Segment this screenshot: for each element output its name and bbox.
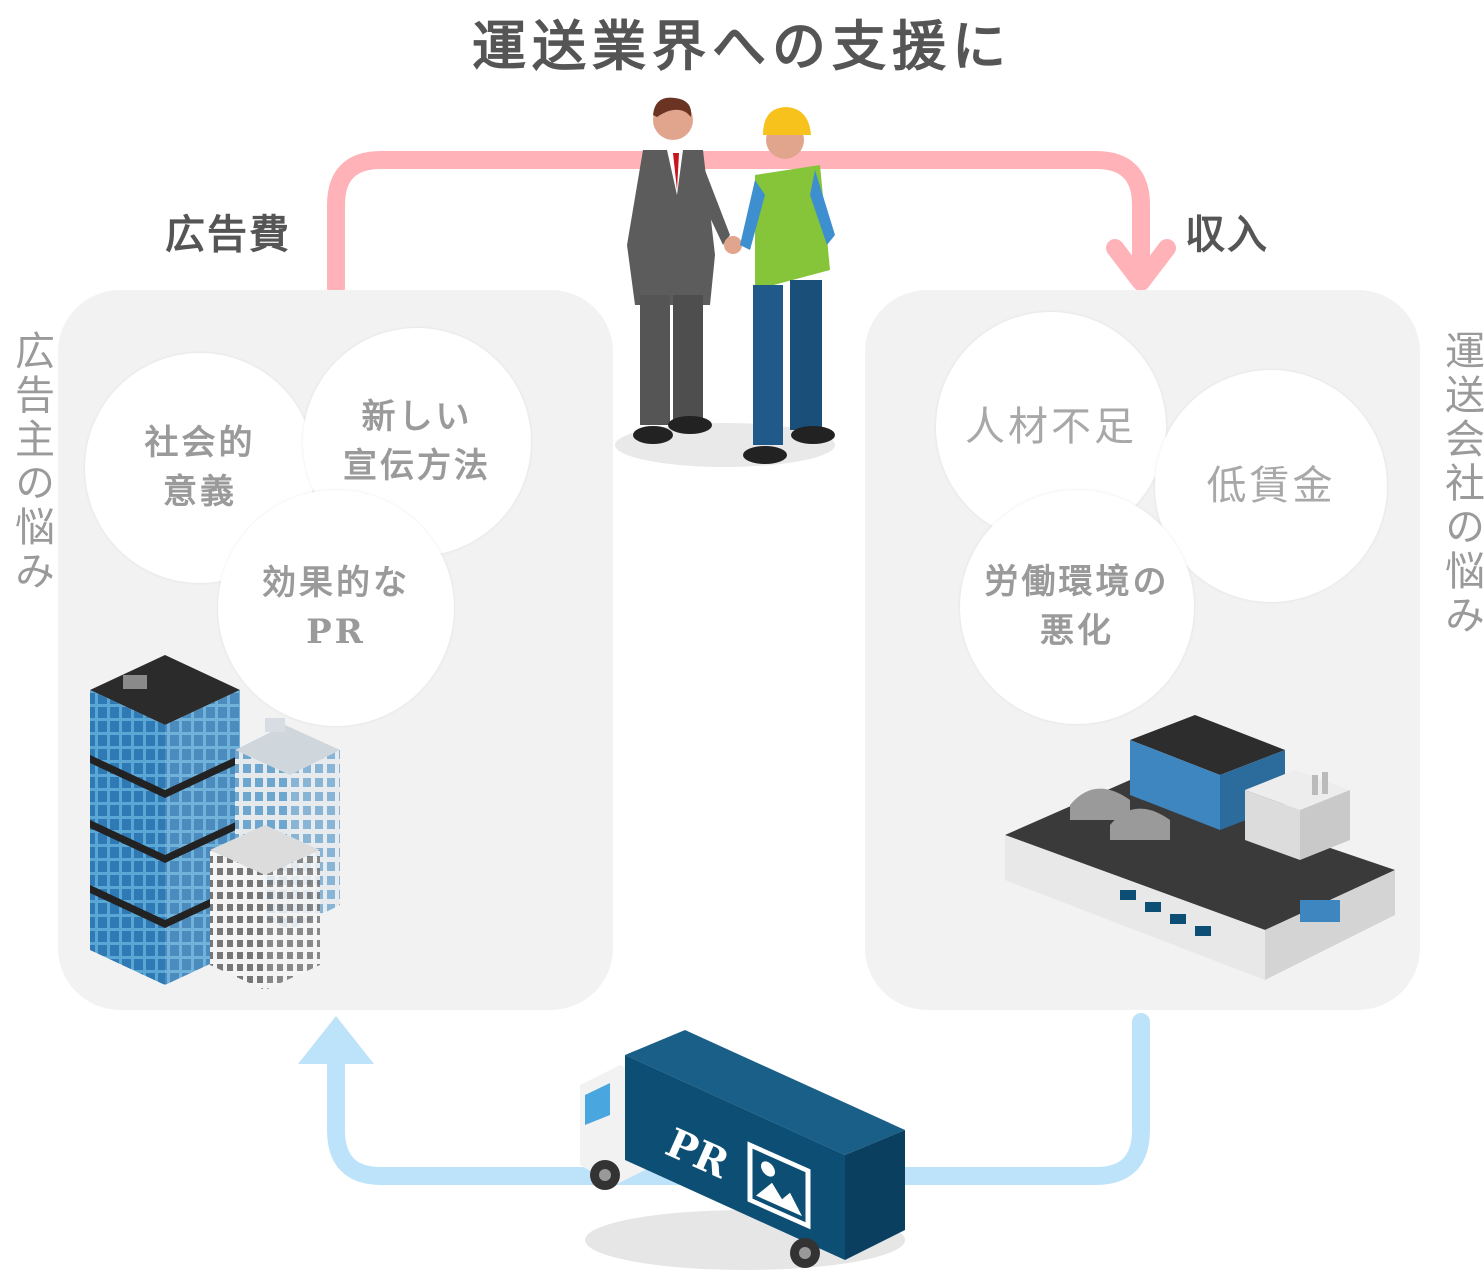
bubble-poor-conditions: 労働環境の 悪化 (960, 490, 1194, 724)
bubble-label: 人材不足 (965, 404, 1137, 450)
bubble-label: 低賃金 (1206, 463, 1336, 509)
bubble-effective-pr: 効果的な PR (218, 490, 454, 726)
bubble-label: 労働環境の 悪化 (984, 561, 1170, 651)
ad-cost-label: 広告費 (165, 211, 291, 258)
bubble-low-wage: 低賃金 (1155, 370, 1387, 602)
handshake-illustration (615, 97, 835, 467)
advertiser-heading: 広告主の悩み (8, 330, 54, 594)
transport-heading: 運送会社の悩み (1438, 330, 1484, 638)
ad-cost-arrowhead (1106, 239, 1176, 291)
image-icon (747, 1141, 811, 1230)
truck-illustration: PR (580, 1030, 905, 1270)
logistics-warehouse-illustration (1005, 715, 1395, 980)
bubble-label: 効果的な PR (262, 562, 410, 652)
page-title: 運送業界への支援に (472, 14, 1012, 78)
office-buildings-illustration (90, 655, 340, 990)
bubble-new-ad-method: 新しい 宣伝方法 (303, 328, 531, 556)
bubble-label: 新しい 宣伝方法 (343, 396, 491, 486)
bubble-label: 社会的 意義 (144, 422, 256, 512)
return-arrowhead (298, 1016, 374, 1064)
ad-cost-flow-line (327, 151, 1150, 297)
income-label: 収入 (1185, 211, 1269, 258)
